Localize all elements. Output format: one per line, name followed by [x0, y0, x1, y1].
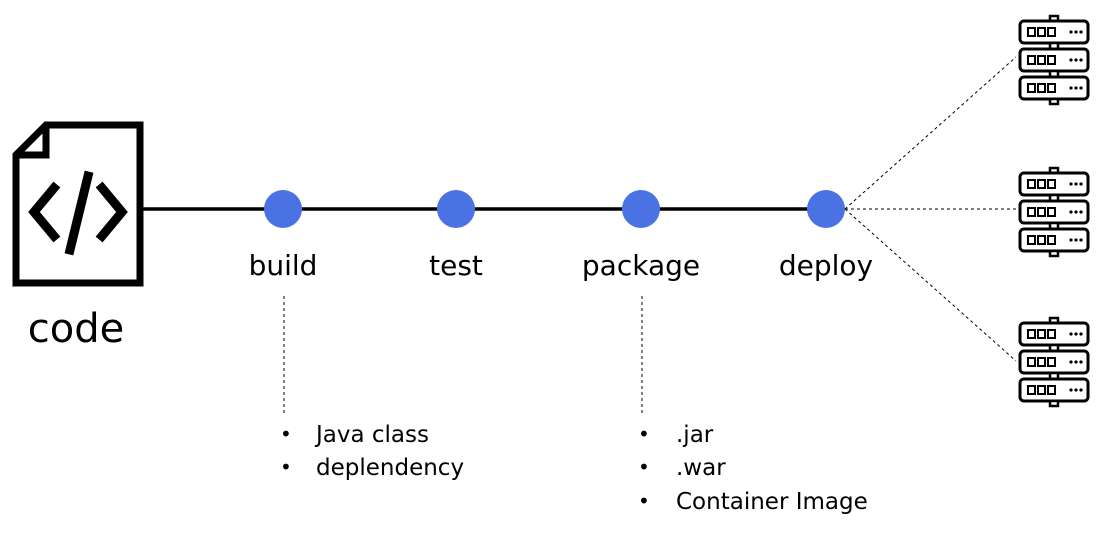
bullet: • [638, 489, 650, 513]
package-output-item: .jar [676, 422, 714, 448]
stage-node-deploy [807, 190, 845, 228]
build-output-list: • Java class • deplendency [280, 422, 464, 481]
stage-node-test [437, 190, 475, 228]
build-output-item: deplendency [316, 455, 464, 481]
code-label: code [28, 306, 124, 352]
server-rack-icon [1020, 318, 1088, 406]
stage-label-deploy: deploy [779, 249, 873, 282]
deploy-connector-1 [844, 56, 1017, 210]
bullet: • [638, 422, 650, 446]
build-output-item: Java class [314, 422, 429, 448]
server-rack-icon [1020, 168, 1088, 256]
stage-label-build: build [249, 249, 318, 282]
bullet: • [280, 422, 292, 446]
stage-node-build [264, 190, 302, 228]
deploy-connector-3 [844, 208, 1017, 362]
package-output-item: .war [676, 455, 726, 481]
stage-label-package: package [582, 249, 700, 282]
package-output-list: • .jar • .war • Container Image [638, 422, 868, 515]
stage-node-package [622, 190, 660, 228]
bullet: • [280, 455, 292, 479]
bullet: • [638, 455, 650, 479]
stage-label-test: test [429, 249, 483, 282]
code-file-icon [12, 121, 144, 287]
package-output-item: Container Image [676, 489, 868, 515]
server-rack-icon [1020, 16, 1088, 104]
